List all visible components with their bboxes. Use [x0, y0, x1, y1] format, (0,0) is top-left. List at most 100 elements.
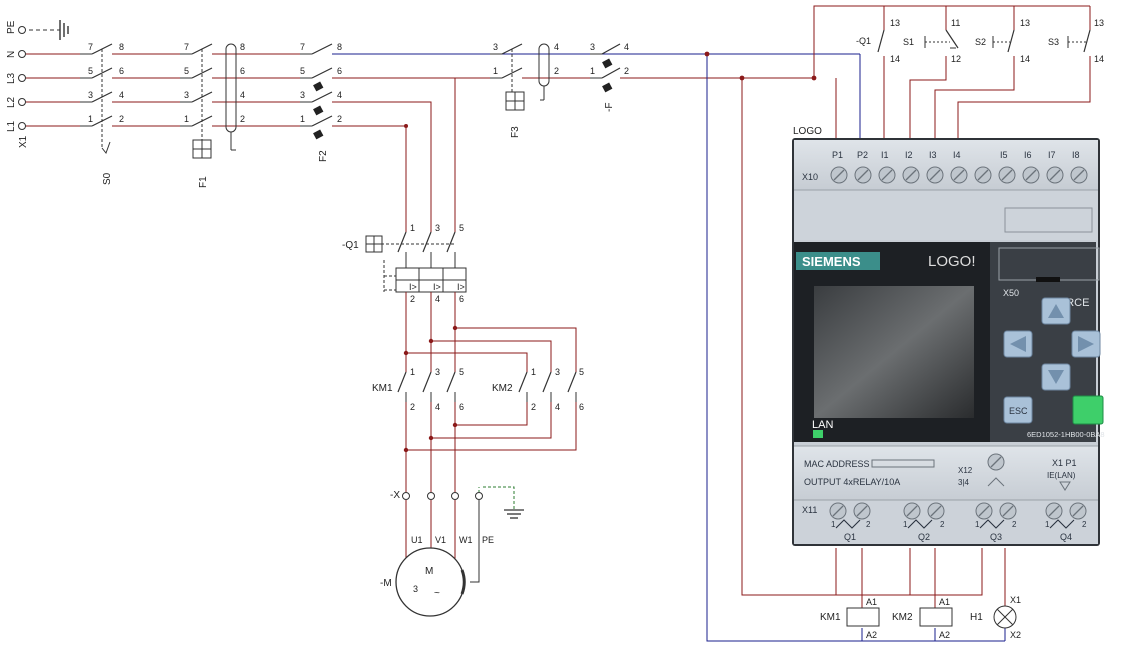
motor-terminal-v1: V1 — [435, 535, 446, 545]
coil-km1: A1 A2 KM1 — [820, 597, 880, 640]
s2-pin: 14 — [1020, 54, 1030, 64]
q-pin: 2 — [866, 520, 871, 529]
km2-coil-label: KM2 — [892, 612, 913, 623]
f3-pin: 1 — [493, 66, 498, 76]
terminal-label-pe: PE — [6, 20, 17, 34]
f2-pin: 5 — [300, 66, 305, 76]
km1-coil-label: KM1 — [820, 612, 841, 623]
q1-aux-label: -Q1 — [856, 36, 871, 46]
x12-pins: 3|4 — [958, 478, 970, 487]
f1-pin: 3 — [184, 90, 189, 100]
q-pin: 2 — [1082, 520, 1087, 529]
ok-button[interactable] — [1072, 395, 1104, 425]
km2-pin: 5 — [579, 367, 584, 377]
motor-terminal-pe: PE — [482, 535, 494, 545]
km2-pin: 2 — [531, 402, 536, 412]
plc-terminal-i6: I6 — [1024, 150, 1032, 160]
plc-terminal-i2: I2 — [905, 150, 913, 160]
f2-pin: 1 — [300, 114, 305, 124]
q1-trip-mark: I> — [433, 282, 441, 292]
s1-pin: 11 — [951, 18, 960, 28]
q1-pin: 6 — [459, 294, 464, 304]
q-pin: 1 — [903, 520, 908, 529]
km2-pin: 1 — [531, 367, 536, 377]
f-fuse-pin: 4 — [624, 42, 629, 52]
motor-m: M 3 ~ -M — [380, 547, 466, 617]
s3-label: S3 — [1048, 37, 1059, 47]
plc-label: LOGO — [793, 126, 822, 137]
km1-pin: 2 — [410, 402, 415, 412]
km1-pin: 3 — [435, 367, 440, 377]
siemens-logo: SIEMENS — [802, 254, 861, 269]
km1-coil-pin-a1: A1 — [866, 597, 877, 607]
terminal-group-label: X1 — [18, 135, 29, 148]
s0-pin: 1 — [88, 114, 93, 124]
motor-terminal-w1: W1 — [459, 535, 473, 545]
h1-pin-x2: X2 — [1010, 630, 1021, 640]
f2-pin: 7 — [300, 42, 305, 52]
x12-label: X12 — [958, 466, 973, 475]
right-button[interactable] — [1071, 330, 1101, 358]
s0-pin: 8 — [119, 42, 124, 52]
mac-address-label: MAC ADDRESS — [804, 459, 870, 469]
q1-aux-pin: 14 — [890, 54, 900, 64]
plc-terminal-p1: P1 — [832, 150, 843, 160]
f1-pin: 8 — [240, 42, 245, 52]
lamp-h1: X1 X2 H1 — [970, 595, 1021, 640]
q-pin: 2 — [940, 520, 945, 529]
q-pin: 2 — [1012, 520, 1017, 529]
main-supply: PE N L3 L2 L1 X1 — [6, 20, 80, 148]
motor-terminals: -X U1 V1 W1 PE — [390, 486, 524, 583]
q-pin: 1 — [975, 520, 980, 529]
s0-pin: 4 — [119, 90, 124, 100]
f2-label: F2 — [318, 150, 329, 162]
s0-pin: 3 — [88, 90, 93, 100]
s0-pin: 2 — [119, 114, 124, 124]
q1-pin: 4 — [435, 294, 440, 304]
up-button[interactable] — [1041, 297, 1071, 325]
q-pin: 1 — [831, 520, 836, 529]
f-fuse-pin: 1 — [590, 66, 595, 76]
s2-label: S2 — [975, 37, 986, 47]
motor-ac-symbol: ~ — [434, 588, 440, 599]
s0-pin: 6 — [119, 66, 124, 76]
f3-pin: 4 — [554, 42, 559, 52]
km2-label: KM2 — [492, 383, 513, 394]
breaker-f1: 7 8 5 6 3 4 1 2 F1 — [180, 42, 300, 188]
f1-pin: 4 — [240, 90, 245, 100]
s1-pin: 12 — [951, 54, 961, 64]
q1-label: -Q1 — [342, 240, 359, 251]
f-fuse-pin: 3 — [590, 42, 595, 52]
km2-pin: 4 — [555, 402, 560, 412]
q1-pin: 5 — [459, 223, 464, 233]
input-s3: 13 14 S3 — [957, 6, 1104, 140]
s1-label: S1 — [903, 37, 914, 47]
s0-pin: 7 — [88, 42, 93, 52]
f1-label: F1 — [198, 176, 209, 188]
km2-coil-pin-a1: A1 — [939, 597, 950, 607]
f-fuse-pin: 2 — [624, 66, 629, 76]
output-q1: Q1 — [844, 532, 856, 542]
fuse-f: 3 4 1 2 -F — [590, 42, 814, 112]
esc-button[interactable]: ESC — [1003, 396, 1033, 424]
down-button[interactable] — [1041, 363, 1071, 391]
left-button[interactable] — [1003, 330, 1033, 358]
q1-trip-mark: I> — [457, 282, 465, 292]
output-q4: Q4 — [1060, 532, 1072, 542]
h1-pin-x1: X1 — [1010, 595, 1021, 605]
km1-label: KM1 — [372, 383, 393, 394]
input-s2: 13 14 S2 — [934, 6, 1030, 140]
plc-terminal-i4: I4 — [953, 150, 961, 160]
km1-pin: 6 — [459, 402, 464, 412]
terminal-label-l2: L2 — [6, 96, 17, 108]
km1-pin: 4 — [435, 402, 440, 412]
s3-pin: 14 — [1094, 54, 1104, 64]
km2-pin: 6 — [579, 402, 584, 412]
km1-coil-pin-a2: A2 — [866, 630, 877, 640]
h1-label: H1 — [970, 612, 983, 623]
motor-terminal-u1: U1 — [411, 535, 423, 545]
motor-symbol: M — [425, 566, 433, 577]
output-q2: Q2 — [918, 532, 930, 542]
km2-pin: 3 — [555, 367, 560, 377]
